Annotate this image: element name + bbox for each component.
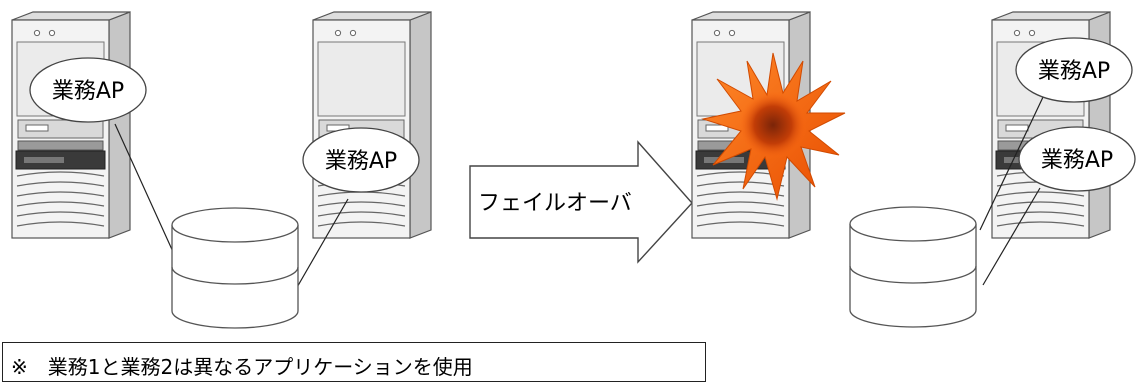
app-label: 業務AP xyxy=(1041,148,1113,173)
failover-arrow-icon xyxy=(469,140,693,264)
app-label: 業務AP xyxy=(52,79,124,104)
connector-line xyxy=(291,198,349,297)
shared-disk-icon xyxy=(849,206,977,328)
shared-disk-left xyxy=(171,207,299,329)
connector-line xyxy=(979,94,1045,231)
server-left-1 xyxy=(11,11,131,239)
connector-line xyxy=(982,187,1041,286)
failover-label: フェイルオーバ xyxy=(478,191,632,216)
connector-line xyxy=(114,123,175,255)
server-tower-icon xyxy=(11,11,131,239)
app-label: 業務AP xyxy=(325,149,397,174)
failover-arrow: フェイルオーバ xyxy=(469,140,693,264)
app-bubble-right-lower: 業務AP xyxy=(1018,126,1136,192)
shared-disk-icon xyxy=(171,207,299,329)
server-tower-icon xyxy=(312,11,432,239)
note-box: ※ 業務1と業務2は異なるアプリケーションを使用 xyxy=(2,342,706,382)
app-bubble-server-1: 業務AP xyxy=(29,57,147,123)
app-label: 業務AP xyxy=(1038,59,1110,84)
server-left-2 xyxy=(312,11,432,239)
app-bubble-server-2: 業務AP xyxy=(302,127,420,193)
note-text: ※ 業務1と業務2は異なるアプリケーションを使用 xyxy=(11,355,473,379)
app-bubble-right-upper: 業務AP xyxy=(1015,37,1133,103)
failure-burst-icon xyxy=(701,52,846,201)
shared-disk-right xyxy=(849,206,977,328)
